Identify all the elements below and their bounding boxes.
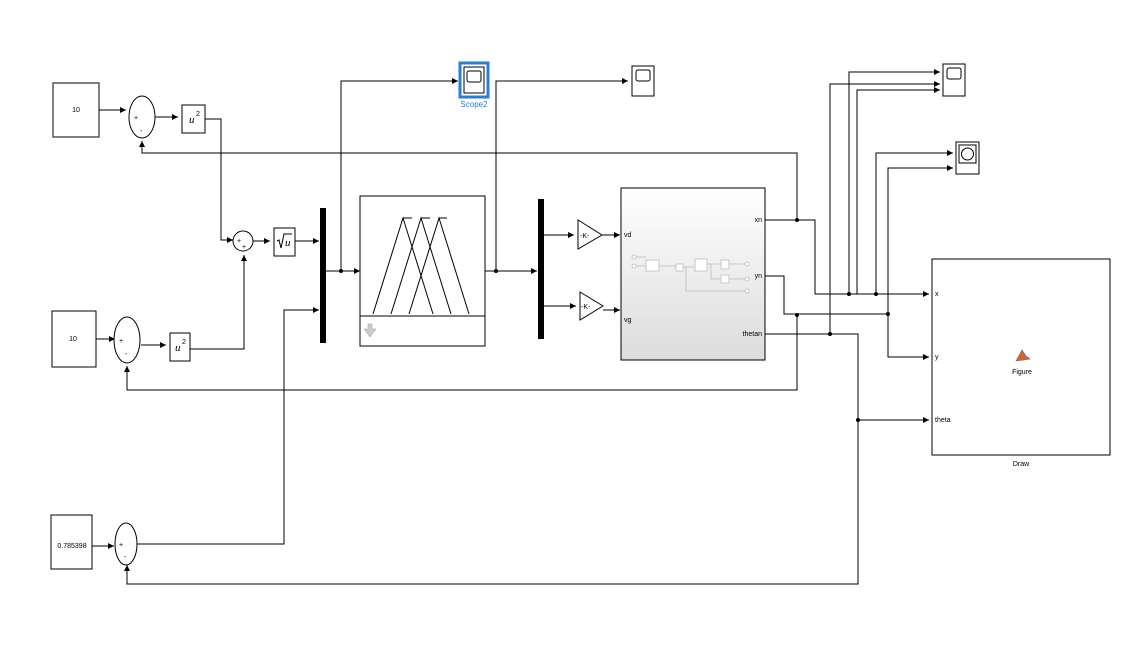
constant-value-1: 10 xyxy=(72,107,80,114)
gain2-label: -K- xyxy=(581,304,591,311)
port-in-vd: vd xyxy=(624,232,632,239)
draw-matlab-function-block[interactable]: x y theta Figure Draw xyxy=(931,258,1111,468)
square1-exp: 2 xyxy=(196,111,200,118)
sqrt-u: u xyxy=(285,237,291,249)
scope2-block-selected[interactable]: Scope2 xyxy=(458,61,490,109)
draw-port-theta: theta xyxy=(935,417,951,424)
constant-block-2[interactable]: 10 xyxy=(51,310,97,368)
constant-value-2: 10 xyxy=(69,336,77,343)
square-block-1[interactable]: u 2 xyxy=(181,104,206,134)
gain1-label: -K- xyxy=(580,233,590,240)
draw-port-y: y xyxy=(935,354,939,361)
sum2-plus-sign: + xyxy=(119,338,123,345)
gain-block-1[interactable]: -K- xyxy=(577,219,603,250)
robot-model-subsystem[interactable]: vd vg xn yn thetan xyxy=(620,187,766,361)
draw-block-name: Draw xyxy=(1013,461,1030,468)
sum1-plus-sign: + xyxy=(134,115,138,122)
sum-block-4[interactable]: + - xyxy=(114,522,138,566)
sum1-minus-sign: - xyxy=(140,128,143,135)
port-out-thetan: thetan xyxy=(743,331,763,338)
fuzzy-logic-controller-block[interactable] xyxy=(359,195,486,347)
xy-graph-scope-block[interactable] xyxy=(955,141,980,175)
sum3-plus-sign-left: + xyxy=(237,238,241,245)
arrow-down-icon xyxy=(363,323,377,338)
sum4-minus-sign: - xyxy=(124,554,127,561)
port-out-yn: yn xyxy=(755,273,763,280)
sum4-plus-sign: + xyxy=(119,542,123,549)
sum-block-1[interactable]: + - xyxy=(128,95,156,139)
constant-value-3: 0.785398 xyxy=(57,543,86,550)
subsystem-preview-icon xyxy=(631,254,750,294)
sum2-minus-sign: - xyxy=(125,351,128,358)
mux-bar-2[interactable] xyxy=(538,199,544,339)
constant-block-3[interactable]: 0.785398 xyxy=(50,514,93,570)
matlab-logo-icon xyxy=(1015,349,1031,362)
draw-icon-label: Figure xyxy=(1012,369,1032,376)
port-in-vg: vg xyxy=(624,317,632,324)
square-block-2[interactable]: u 2 xyxy=(169,332,191,362)
square1-u: u xyxy=(189,114,195,126)
mux-bar-1[interactable] xyxy=(320,208,326,343)
membership-functions-icon xyxy=(372,216,470,315)
gain-block-2[interactable]: -K- xyxy=(579,291,604,321)
scope2-label: Scope2 xyxy=(460,100,488,109)
scope-block-fuzzy-output[interactable] xyxy=(631,65,655,97)
scope-block-states[interactable] xyxy=(942,63,966,97)
signal-lines xyxy=(92,69,953,585)
draw-port-x: x xyxy=(935,291,939,298)
sum3-plus-sign-bottom: + xyxy=(242,244,246,251)
square2-exp: 2 xyxy=(182,339,186,346)
sum-block-3[interactable]: + + xyxy=(232,230,254,252)
square2-u: u xyxy=(175,342,181,354)
constant-block-1[interactable]: 10 xyxy=(52,82,100,138)
port-out-xn: xn xyxy=(755,217,763,224)
sum-block-2[interactable]: + - xyxy=(113,316,141,364)
sqrt-block[interactable]: u xyxy=(273,227,296,257)
